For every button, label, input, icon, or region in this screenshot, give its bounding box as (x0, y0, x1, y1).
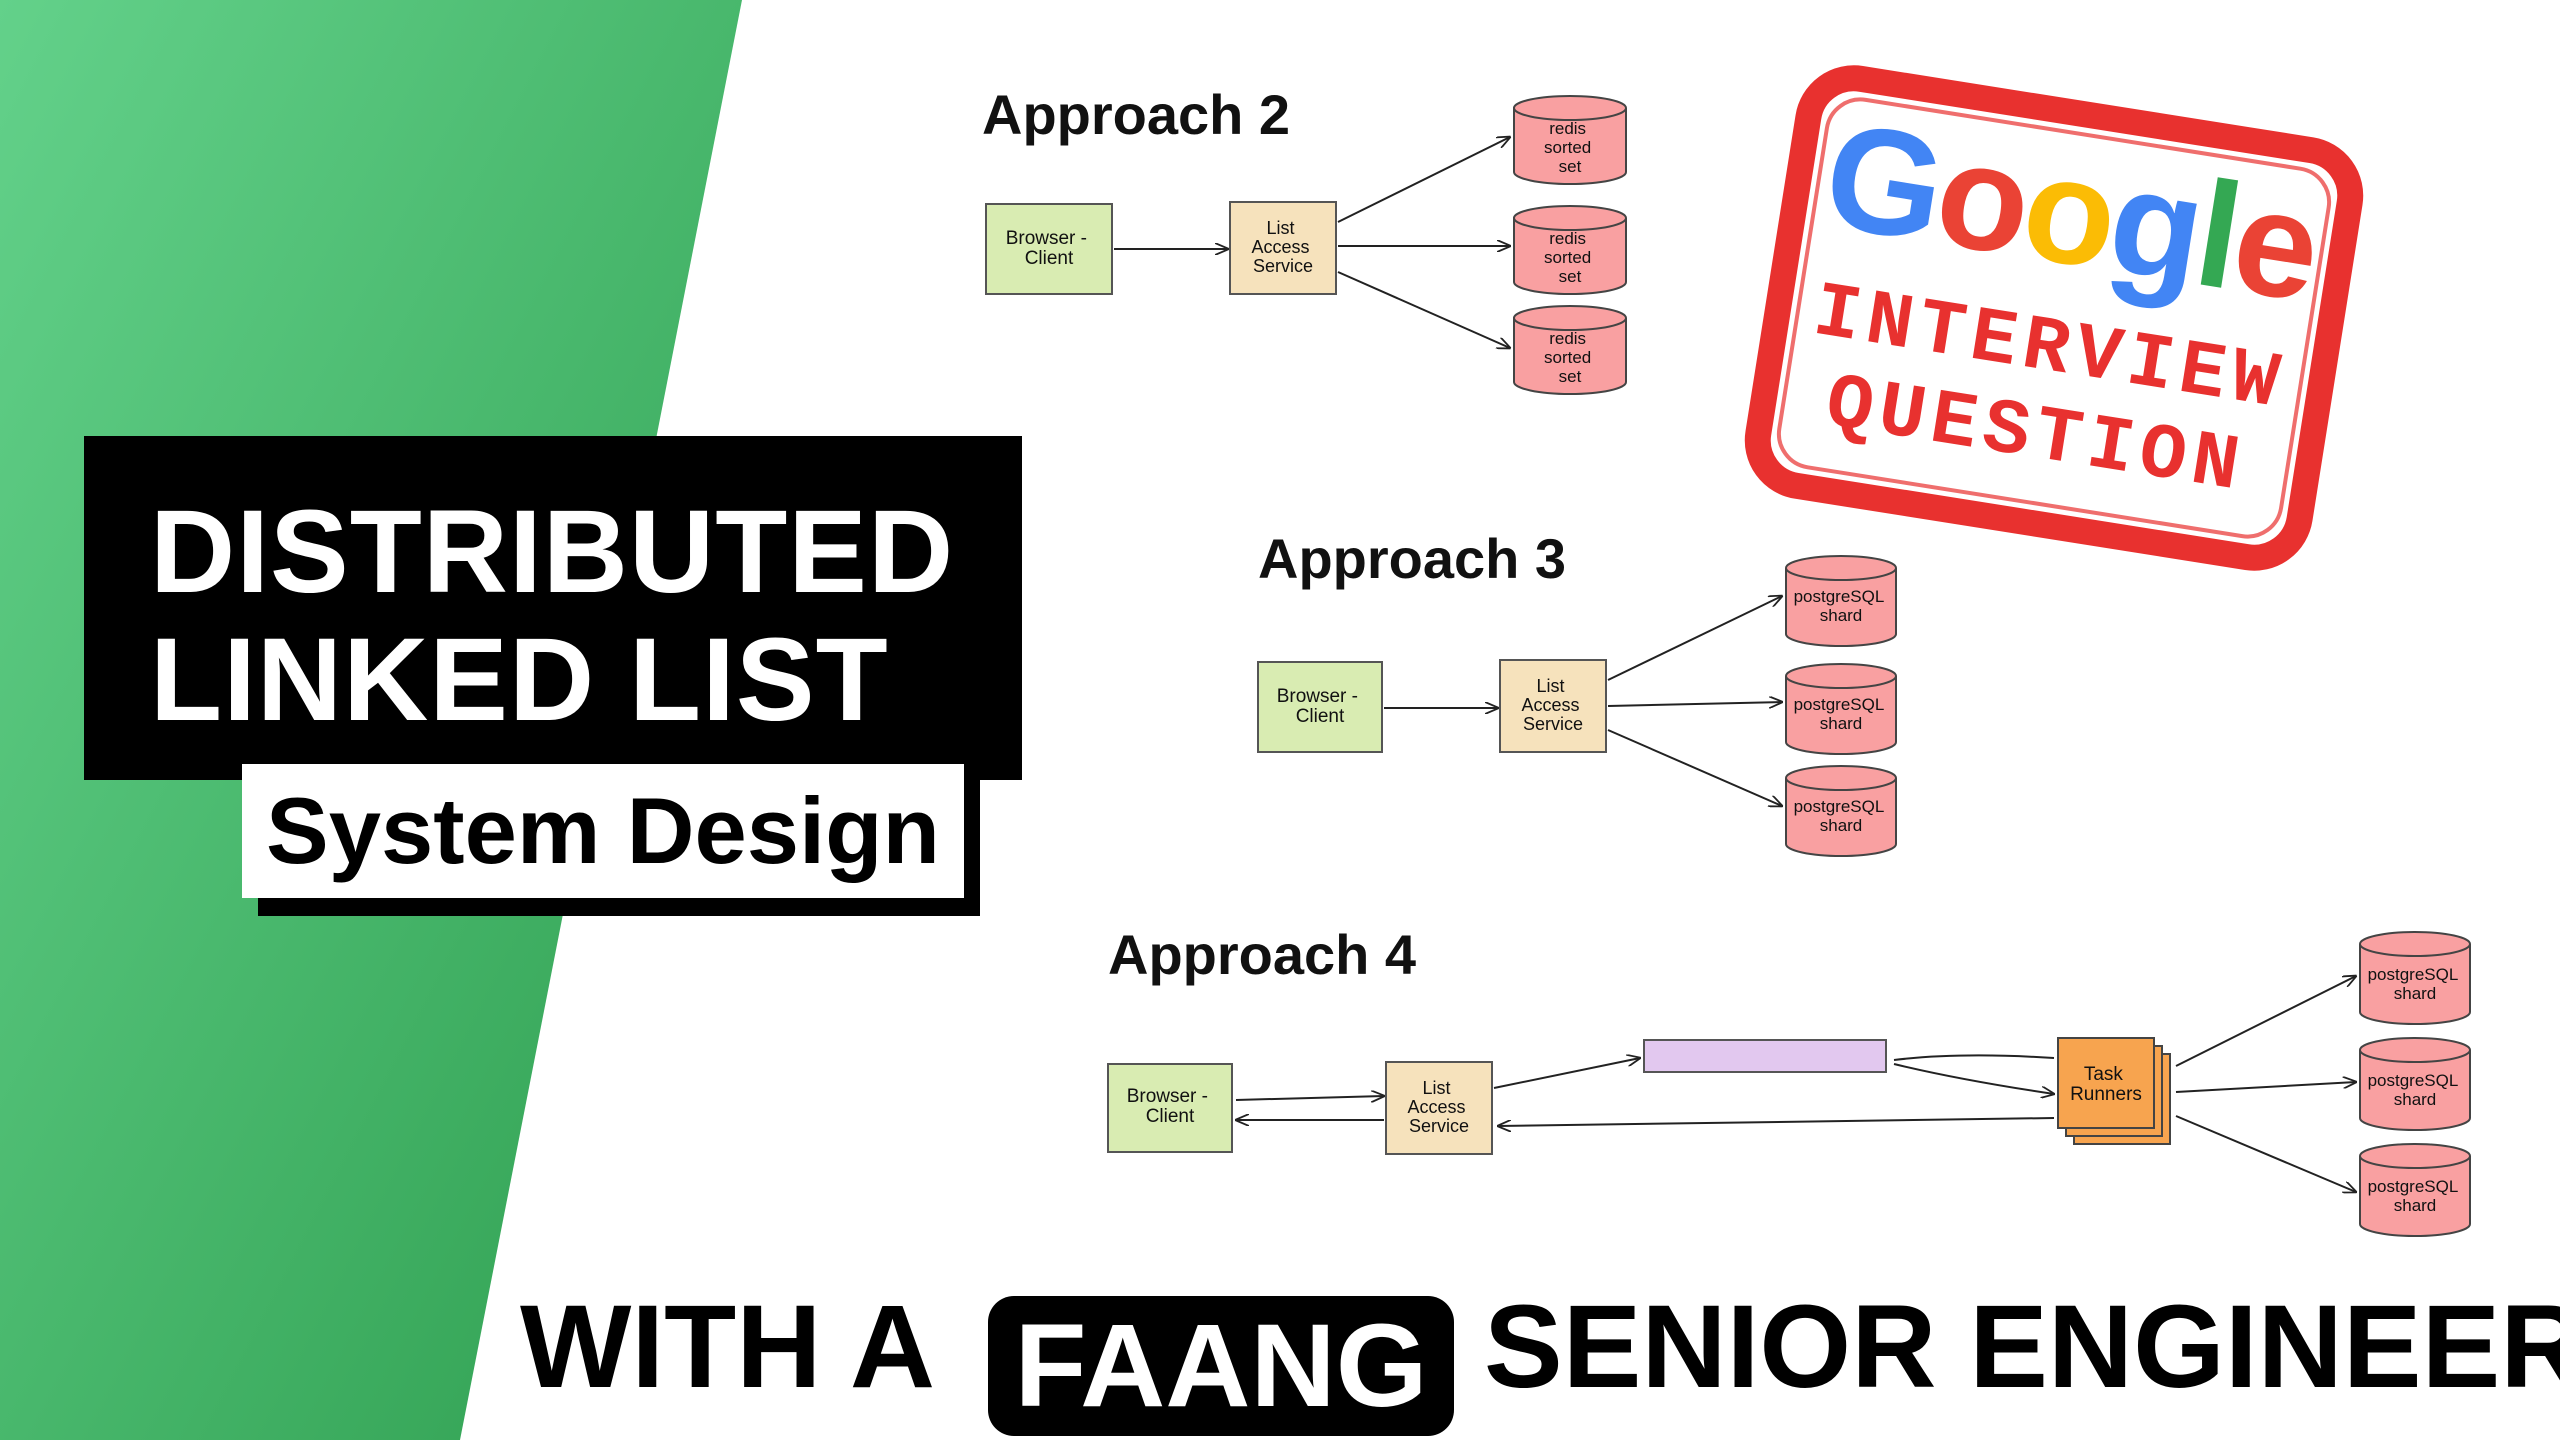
approach2-service-line1: List (1266, 218, 1294, 238)
approach4-db-1-line2: shard (2394, 984, 2437, 1003)
approach2-db-3-line2: sorted (1544, 348, 1591, 367)
approach4-db-3-line1: postgreSQL (2368, 1177, 2458, 1196)
approach4-queue-bar (1643, 1039, 1887, 1073)
approach4-diagram: Browser - Client List Access Service Tas… (1107, 931, 2471, 1237)
approach2-title: Approach 2 (982, 83, 1291, 146)
faang-text: FAANG (1014, 1300, 1428, 1432)
approach2-db-3-line3: set (1559, 367, 1582, 386)
svg-text:List Access Se: List Access Service (1407, 1078, 1470, 1136)
approach2-db-3-line1: redis (1549, 329, 1586, 348)
approach2-client-line2: Client (1025, 248, 1074, 269)
approach2-service-line2: Access (1251, 237, 1309, 257)
svg-text:List Access Se: List Access Service (1521, 676, 1584, 734)
approach4-db-1-line1: postgreSQL (2368, 965, 2458, 984)
approach3-edges (1384, 596, 1782, 806)
google-logo-text: Google (1814, 90, 2327, 333)
approach2-db-3: redis sorted set (1513, 305, 1627, 395)
approach3-db-3: postgreSQL shard (1785, 765, 1897, 857)
approach4-title: Approach 4 (1108, 923, 1417, 986)
approach3-db-2-line1: postgreSQL (1794, 695, 1884, 714)
approach4-task-runners: Task Runners (2057, 1037, 2171, 1145)
subtitle-box: System Design (242, 764, 964, 898)
approach2-service-box: List Access Service (1229, 201, 1337, 295)
approach2-client-box: Browser - Client (985, 203, 1113, 295)
svg-text:postgreSQL shard: postgreSQL shard (1794, 587, 1889, 625)
approach4-client-line2: Client (1146, 1106, 1195, 1127)
approach4-edges (1236, 976, 2356, 1192)
approach3-db-1: postgreSQL shard (1785, 555, 1897, 647)
interview-stamp: Google INTERVIEW QUESTION (1744, 65, 2364, 571)
approach3-client-line2: Client (1296, 706, 1345, 727)
approach3-service-line3: Service (1523, 714, 1583, 734)
title-box (84, 436, 1022, 780)
svg-text:List Access Se: List Access Service (1251, 218, 1314, 276)
svg-text:Browser - Client: Browser - Client (1127, 1086, 1214, 1127)
approach4-service-line2: Access (1407, 1097, 1465, 1117)
tagline-suffix: SENIOR ENGINEER (1484, 1281, 2560, 1413)
approach2-edges (1114, 137, 1510, 348)
approach3-client-box: Browser - Client (1257, 661, 1383, 753)
faang-badge: FAANG (988, 1296, 1454, 1436)
approach2-client-line1: Browser - (1006, 228, 1087, 249)
approach4-client-box: Browser - Client (1107, 1063, 1233, 1153)
approach2-db-2: redis sorted set (1513, 205, 1627, 295)
approach4-runners-line2: Runners (2070, 1084, 2142, 1105)
approach4-db-3: postgreSQL shard (2359, 1143, 2471, 1237)
approach2-diagram: Browser - Client List Access Service red… (985, 95, 1627, 395)
approach2-db-2-line2: sorted (1544, 248, 1591, 267)
svg-text:redis sorted s: redis sorted set (1544, 119, 1596, 176)
approach2-db-1-line2: sorted (1544, 138, 1591, 157)
approach3-db-1-line2: shard (1820, 606, 1863, 625)
approach4-db-2-line1: postgreSQL (2368, 1071, 2458, 1090)
approach4-db-1: postgreSQL shard (2359, 931, 2471, 1025)
title-line-2: LINKED LIST (150, 614, 889, 746)
svg-text:postgreSQL shard: postgreSQL shard (1794, 695, 1889, 733)
approach2-db-2-line3: set (1559, 267, 1582, 286)
approach4-client-line1: Browser - (1127, 1086, 1208, 1107)
svg-text:redis sorted s: redis sorted set (1544, 329, 1596, 386)
approach4-service-line1: List (1422, 1078, 1450, 1098)
title-line-1: DISTRIBUTED (150, 486, 955, 618)
svg-text:postgreSQL shard: postgreSQL shard (1794, 797, 1889, 835)
approach3-diagram: Browser - Client List Access Service pos… (1257, 555, 1897, 857)
svg-text:Browser - Client: Browser - Client (1277, 686, 1364, 727)
approach3-db-3-line1: postgreSQL (1794, 797, 1884, 816)
approach3-db-2-line2: shard (1820, 714, 1863, 733)
approach2-service-line3: Service (1253, 256, 1313, 276)
approach2-db-2-line1: redis (1549, 229, 1586, 248)
svg-text:Task Runners: Task Runners (2070, 1064, 2142, 1105)
approach3-db-2: postgreSQL shard (1785, 663, 1897, 755)
svg-text:postgreSQL shard: postgreSQL shard (2368, 965, 2463, 1003)
approach4-db-3-line2: shard (2394, 1196, 2437, 1215)
approach3-db-1-line1: postgreSQL (1794, 587, 1884, 606)
approach3-service-line2: Access (1521, 695, 1579, 715)
approach3-db-3-line2: shard (1820, 816, 1863, 835)
svg-text:redis sorted s: redis sorted set (1544, 229, 1596, 286)
tagline-prefix: WITH A (520, 1281, 936, 1413)
approach4-service-box: List Access Service (1385, 1061, 1493, 1155)
approach2-db-1-line3: set (1559, 157, 1582, 176)
approach4-db-2-line2: shard (2394, 1090, 2437, 1109)
approach4-runners-line1: Task (2084, 1064, 2124, 1085)
svg-text:Browser - Client: Browser - Client (1006, 228, 1093, 269)
svg-text:postgreSQL shard: postgreSQL shard (2368, 1177, 2463, 1215)
approach3-service-box: List Access Service (1499, 659, 1607, 753)
approach3-service-line1: List (1536, 676, 1564, 696)
approach3-title: Approach 3 (1258, 527, 1567, 590)
subtitle-text: System Design (266, 778, 940, 883)
svg-text:postgreSQL shard: postgreSQL shard (2368, 1071, 2463, 1109)
approach2-db-1-line1: redis (1549, 119, 1586, 138)
approach4-db-2: postgreSQL shard (2359, 1037, 2471, 1131)
approach4-service-line3: Service (1409, 1116, 1469, 1136)
approach2-db-1: redis sorted set (1513, 95, 1627, 185)
approach3-client-line1: Browser - (1277, 686, 1358, 707)
